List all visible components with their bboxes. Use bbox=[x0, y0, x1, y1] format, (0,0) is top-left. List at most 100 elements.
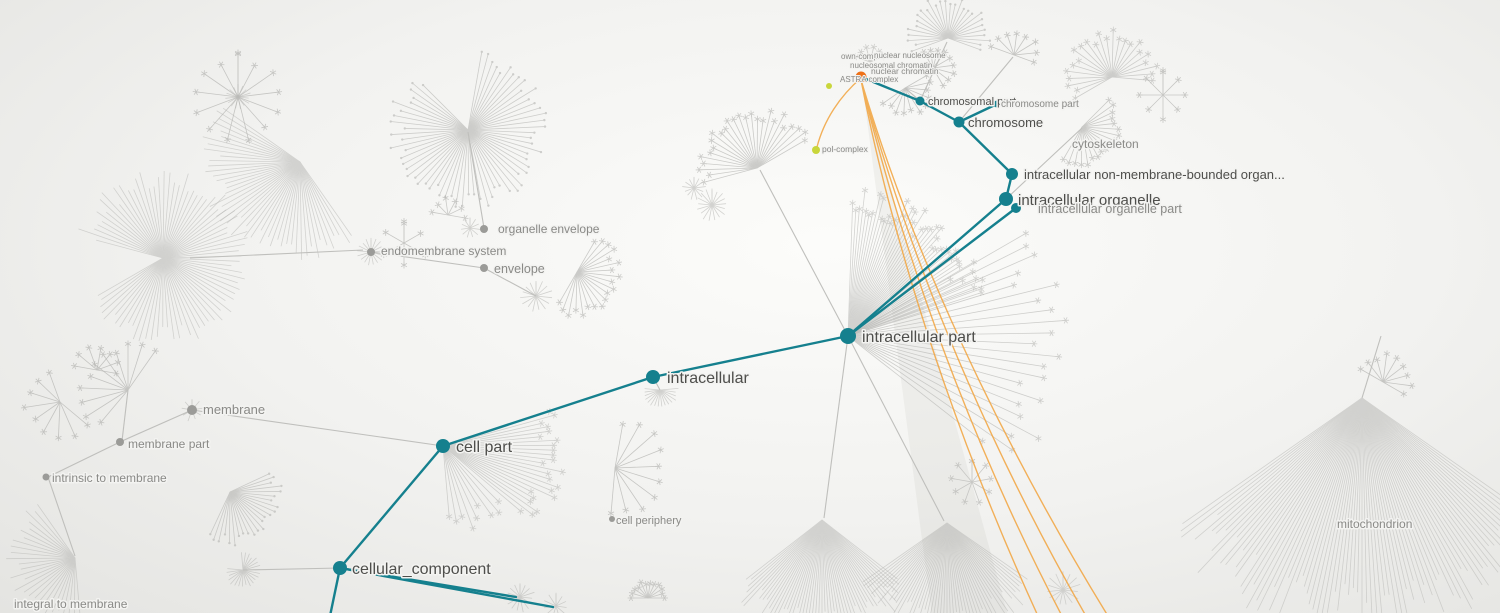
leaf-asterisk-icon bbox=[517, 509, 525, 513]
leaf-asterisk-icon bbox=[881, 218, 887, 224]
leaf-asterisk-icon bbox=[735, 114, 743, 117]
leaf-dot-icon bbox=[534, 87, 537, 90]
leaf-dot-icon bbox=[491, 60, 494, 64]
leaf-dot-icon bbox=[263, 515, 266, 519]
leaf-asterisk-icon bbox=[1063, 317, 1068, 324]
leaf-asterisk-icon bbox=[771, 118, 777, 125]
node-label: envelope bbox=[494, 262, 545, 276]
leaf-asterisk-icon bbox=[547, 427, 551, 435]
leaf-dot-icon bbox=[467, 193, 470, 196]
leaf-dot-icon bbox=[543, 125, 547, 128]
fan-cluster bbox=[461, 217, 481, 238]
node-nucleosome_hub[interactable] bbox=[855, 71, 867, 83]
node-cell_periphery[interactable] bbox=[609, 516, 615, 522]
association-edge bbox=[816, 77, 862, 148]
node-cellular_component[interactable] bbox=[333, 561, 347, 575]
leaf-asterisk-icon bbox=[1017, 380, 1023, 386]
node-label: cell part bbox=[456, 439, 513, 456]
leaf-asterisk-icon bbox=[609, 279, 615, 285]
leaf-asterisk-icon bbox=[1066, 159, 1072, 166]
leaf-dot-icon bbox=[988, 39, 992, 42]
node-chromosomal_part[interactable] bbox=[915, 96, 925, 106]
node-intracellular_non_membrane_bounded_organelle[interactable] bbox=[1006, 168, 1018, 180]
fan-cluster bbox=[697, 188, 727, 221]
leaf-asterisk-icon bbox=[985, 489, 993, 494]
leaf-asterisk-icon bbox=[748, 112, 755, 116]
leaf-dot-icon bbox=[511, 73, 515, 76]
leaf-asterisk-icon bbox=[790, 123, 794, 131]
leaf-asterisk-icon bbox=[529, 512, 536, 517]
leaf-asterisk-icon bbox=[927, 48, 934, 53]
node-chromosome[interactable] bbox=[953, 116, 965, 128]
leaf-dot-icon bbox=[416, 182, 419, 186]
fan-cluster bbox=[695, 107, 809, 186]
leaf-dot-icon bbox=[508, 189, 511, 193]
node-cell_part[interactable] bbox=[436, 439, 450, 453]
node-intrinsic_to_membrane[interactable] bbox=[42, 473, 50, 481]
leaf-asterisk-icon bbox=[657, 581, 661, 589]
leaf-asterisk-icon bbox=[1023, 33, 1028, 41]
leaf-asterisk-icon bbox=[943, 48, 947, 56]
leaf-dot-icon bbox=[533, 102, 536, 105]
leaf-asterisk-icon bbox=[1056, 353, 1062, 360]
node-label: intracellular bbox=[667, 370, 749, 387]
leaf-dot-icon bbox=[401, 138, 404, 141]
leaf-asterisk-icon bbox=[1089, 157, 1096, 160]
leaf-asterisk-icon bbox=[849, 201, 856, 206]
node-astra_complex[interactable] bbox=[826, 83, 832, 89]
leaf-asterisk-icon bbox=[1128, 41, 1133, 48]
leaf-asterisk-icon bbox=[592, 238, 597, 245]
node-intracellular_organelle[interactable] bbox=[999, 192, 1013, 206]
leaf-dot-icon bbox=[450, 194, 453, 198]
fan-cluster bbox=[741, 519, 900, 613]
graph-edge bbox=[370, 251, 485, 269]
node-chromosome_part[interactable] bbox=[993, 100, 1001, 108]
node-intracellular_part[interactable] bbox=[840, 328, 856, 344]
highlight-edge bbox=[329, 566, 342, 613]
leaf-dot-icon bbox=[241, 532, 245, 535]
leaf-asterisk-icon bbox=[984, 462, 988, 470]
leaf-asterisk-icon bbox=[931, 244, 934, 252]
leaf-asterisk-icon bbox=[637, 581, 645, 584]
leaf-asterisk-icon bbox=[1400, 391, 1407, 397]
leaf-asterisk-icon bbox=[276, 88, 281, 96]
leaf-asterisk-icon bbox=[653, 430, 656, 438]
fan-cluster bbox=[862, 522, 1028, 613]
leaf-dot-icon bbox=[412, 96, 415, 100]
node-intracellular_organelle_part[interactable] bbox=[1011, 203, 1021, 213]
node-endomembrane_system[interactable] bbox=[367, 248, 375, 256]
leaf-dot-icon bbox=[405, 167, 408, 171]
leaf-asterisk-icon bbox=[905, 198, 910, 205]
node-membrane_part[interactable] bbox=[116, 438, 124, 446]
leaf-dot-icon bbox=[919, 9, 923, 12]
node-pol_complex[interactable] bbox=[812, 146, 820, 154]
fan-cluster bbox=[71, 344, 121, 377]
leaf-asterisk-icon bbox=[877, 191, 884, 198]
leaf-dot-icon bbox=[411, 81, 414, 85]
node-membrane[interactable] bbox=[187, 405, 197, 415]
leaf-asterisk-icon bbox=[34, 379, 42, 383]
leaf-asterisk-icon bbox=[272, 69, 274, 77]
leaf-dot-icon bbox=[498, 71, 502, 75]
leaf-asterisk-icon bbox=[27, 390, 34, 396]
leaf-asterisk-icon bbox=[1138, 48, 1141, 56]
node-envelope[interactable] bbox=[480, 264, 488, 272]
leaf-asterisk-icon bbox=[45, 371, 53, 374]
leaf-dot-icon bbox=[960, 0, 964, 2]
node-intracellular[interactable] bbox=[646, 370, 660, 384]
leaf-asterisk-icon bbox=[530, 495, 537, 501]
leaf-asterisk-icon bbox=[113, 370, 119, 377]
leaf-asterisk-icon bbox=[852, 208, 859, 213]
leaf-asterisk-icon bbox=[1137, 91, 1142, 99]
node-organelle_envelope[interactable] bbox=[480, 225, 488, 233]
association-edge bbox=[860, 79, 1107, 613]
leaf-dot-icon bbox=[916, 13, 919, 17]
graph-edge bbox=[1361, 335, 1382, 399]
leaf-dot-icon bbox=[519, 89, 523, 92]
leaf-asterisk-icon bbox=[929, 225, 933, 233]
leaf-asterisk-icon bbox=[453, 198, 458, 205]
leaf-asterisk-icon bbox=[1182, 91, 1187, 99]
